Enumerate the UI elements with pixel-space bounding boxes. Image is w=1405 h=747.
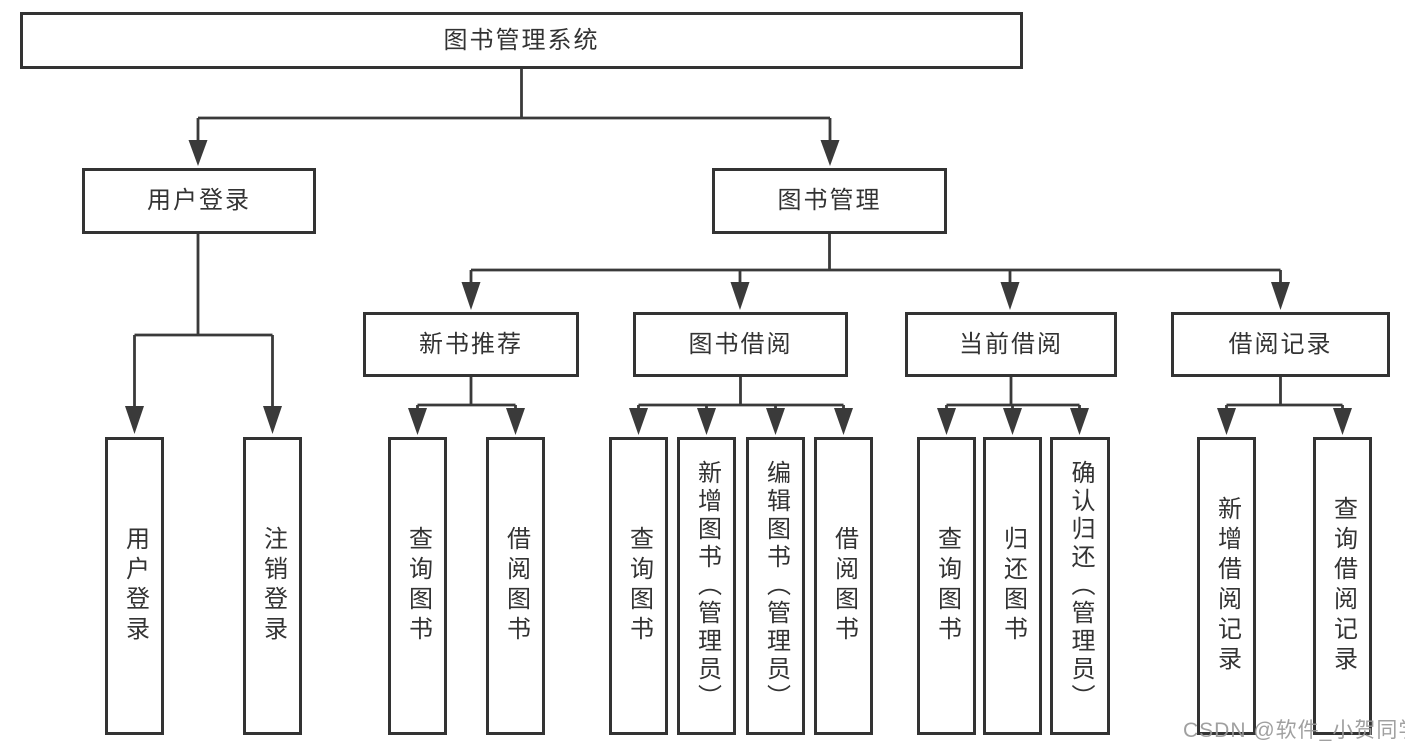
leaf-logout: 注销登录: [243, 437, 302, 735]
leaf-bb-query-book: 查询图书: [609, 437, 668, 735]
node-borrow-record: 借阅记录: [1171, 312, 1390, 377]
node-current-borrow: 当前借阅: [905, 312, 1117, 377]
leaf-user-login: 用户登录: [105, 437, 164, 735]
leaf-nb-borrow-book: 借阅图书: [486, 437, 545, 735]
csdn-watermark: CSDN @软件_小贺同学: [1183, 719, 1405, 742]
leaf-br-query-record: 查询借阅记录: [1313, 437, 1372, 735]
leaf-br-query-record-label: 查询借阅记录: [1329, 496, 1357, 676]
arrowheads: [125, 140, 1352, 435]
connector-strokes: [133, 68, 1344, 410]
leaf-bb-edit-book-label: 编辑图书（管理员）: [762, 460, 790, 712]
node-book-management-label: 图书管理: [777, 187, 882, 214]
node-current-borrow-label: 当前借阅: [959, 330, 1063, 358]
node-user-login-label: 用户登录: [147, 187, 251, 214]
leaf-cb-query-book-label: 查询图书: [933, 526, 961, 646]
leaf-bb-borrow-book: 借阅图书: [814, 437, 873, 735]
leaf-bb-add-book: 新增图书（管理员）: [677, 437, 736, 735]
leaf-bb-edit-book: 编辑图书（管理员）: [746, 437, 805, 735]
leaf-cb-return-book: 归还图书: [983, 437, 1042, 735]
leaf-cb-confirm-return-label: 确认归还（管理员）: [1067, 460, 1094, 712]
leaf-br-add-record: 新增借阅记录: [1197, 437, 1256, 735]
node-root: 图书管理系统: [20, 12, 1023, 69]
node-book-borrow: 图书借阅: [633, 312, 848, 377]
node-book-management: 图书管理: [712, 168, 947, 234]
leaf-nb-borrow-book-label: 借阅图书: [502, 526, 530, 646]
leaf-br-add-record-label: 新增借阅记录: [1213, 496, 1241, 676]
leaf-cb-confirm-return: 确认归还（管理员）: [1050, 437, 1110, 735]
node-root-label: 图书管理系统: [443, 26, 600, 54]
node-new-book-recommend-label: 新书推荐: [419, 330, 523, 358]
node-new-book-recommend: 新书推荐: [363, 312, 579, 377]
leaf-bb-borrow-book-label: 借阅图书: [830, 526, 858, 646]
leaf-nb-query-book-label: 查询图书: [404, 526, 432, 646]
leaf-logout-label: 注销登录: [259, 526, 287, 646]
leaf-nb-query-book: 查询图书: [388, 437, 447, 735]
leaf-user-login-label: 用户登录: [121, 526, 149, 646]
node-borrow-record-label: 借阅记录: [1228, 330, 1333, 358]
node-user-login: 用户登录: [82, 168, 316, 234]
leaf-cb-return-book-label: 归还图书: [999, 526, 1027, 646]
leaf-cb-query-book: 查询图书: [917, 437, 976, 735]
node-book-borrow-label: 图书借阅: [688, 330, 793, 358]
leaf-bb-query-book-label: 查询图书: [625, 526, 653, 646]
leaf-bb-add-book-label: 新增图书（管理员）: [693, 460, 721, 712]
